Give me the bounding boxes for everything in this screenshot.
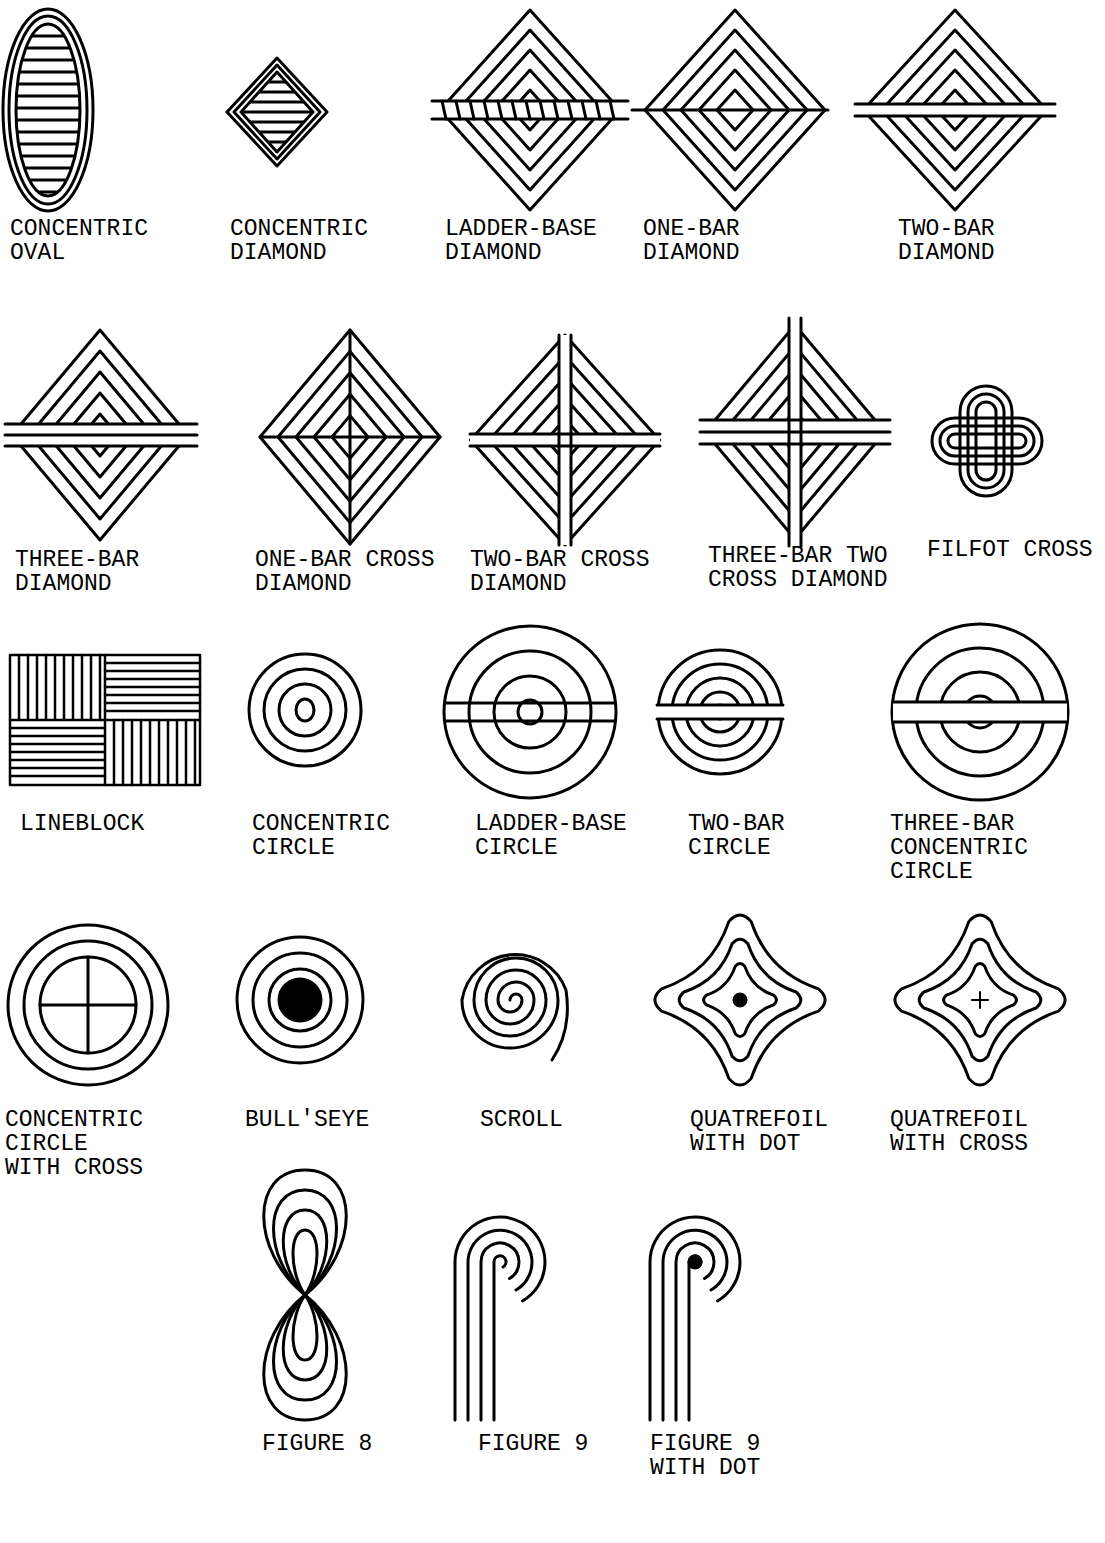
motif-label: ONE-BAR CROSS DIAMOND xyxy=(255,548,440,596)
scroll xyxy=(462,955,567,1060)
motif-label: LADDER-BASE DIAMOND xyxy=(445,217,602,265)
concentric-diamond xyxy=(227,58,327,166)
motif-label: FIGURE 8 xyxy=(262,1432,372,1456)
motif-label: CONCENTRIC CIRCLE WITH CROSS xyxy=(5,1108,149,1180)
two-bar-cross-diamond xyxy=(470,335,660,545)
ladder-base-circle xyxy=(444,626,616,798)
motif-label: FIGURE 9 xyxy=(478,1432,588,1456)
motif-label: TWO-BAR DIAMOND xyxy=(898,217,1000,265)
three-bar-concentric-circle xyxy=(892,624,1068,800)
motif-label: THREE-BAR DIAMOND xyxy=(15,548,145,596)
concentric-circle xyxy=(249,654,361,766)
concentric-oval xyxy=(0,9,100,211)
one-bar-cross-diamond xyxy=(260,330,440,544)
two-bar-circle xyxy=(656,650,784,774)
filfot-cross xyxy=(932,386,1042,496)
motif-label: LADDER-BASE CIRCLE xyxy=(475,812,632,860)
concentric-circle-with-cross xyxy=(8,925,168,1085)
two-bar-diamond xyxy=(855,10,1055,210)
figure-9 xyxy=(455,1217,545,1420)
motif-label: THREE-BAR TWO CROSS DIAMOND xyxy=(708,544,893,592)
figure-8 xyxy=(264,1170,347,1420)
figure-9-with-dot xyxy=(650,1217,740,1420)
motif-label: THREE-BAR CONCENTRIC CIRCLE xyxy=(890,812,1034,884)
motif-label: CONCENTRIC CIRCLE xyxy=(252,812,396,860)
motif-label: CONCENTRIC DIAMOND xyxy=(230,217,374,265)
motif-label: SCROLL xyxy=(480,1108,563,1132)
motif-label: TWO-BAR CROSS DIAMOND xyxy=(470,548,655,596)
motif-label: QUATREFOIL WITH CROSS xyxy=(890,1108,1034,1156)
lineblock xyxy=(10,655,200,785)
ladder-base-diamond xyxy=(432,10,628,210)
quatrefoil-with-cross xyxy=(895,915,1065,1085)
motif-label: QUATREFOIL WITH DOT xyxy=(690,1108,834,1156)
motif-label: FIGURE 9 WITH DOT xyxy=(650,1432,766,1480)
motif-label: ONE-BAR DIAMOND xyxy=(643,217,745,265)
motif-label: TWO-BAR CIRCLE xyxy=(688,812,790,860)
bulls-eye xyxy=(237,937,363,1063)
motif-label: CONCENTRIC OVAL xyxy=(10,217,154,265)
motif-label: FILFOT CROSS xyxy=(927,538,1093,562)
one-bar-diamond xyxy=(632,10,828,210)
motif-label: BULL'SEYE xyxy=(245,1108,369,1132)
motif-label: LINEBLOCK xyxy=(20,812,144,836)
three-bar-two-cross-diamond xyxy=(700,318,890,546)
three-bar-diamond xyxy=(5,330,197,540)
quatrefoil-with-dot xyxy=(655,915,825,1085)
